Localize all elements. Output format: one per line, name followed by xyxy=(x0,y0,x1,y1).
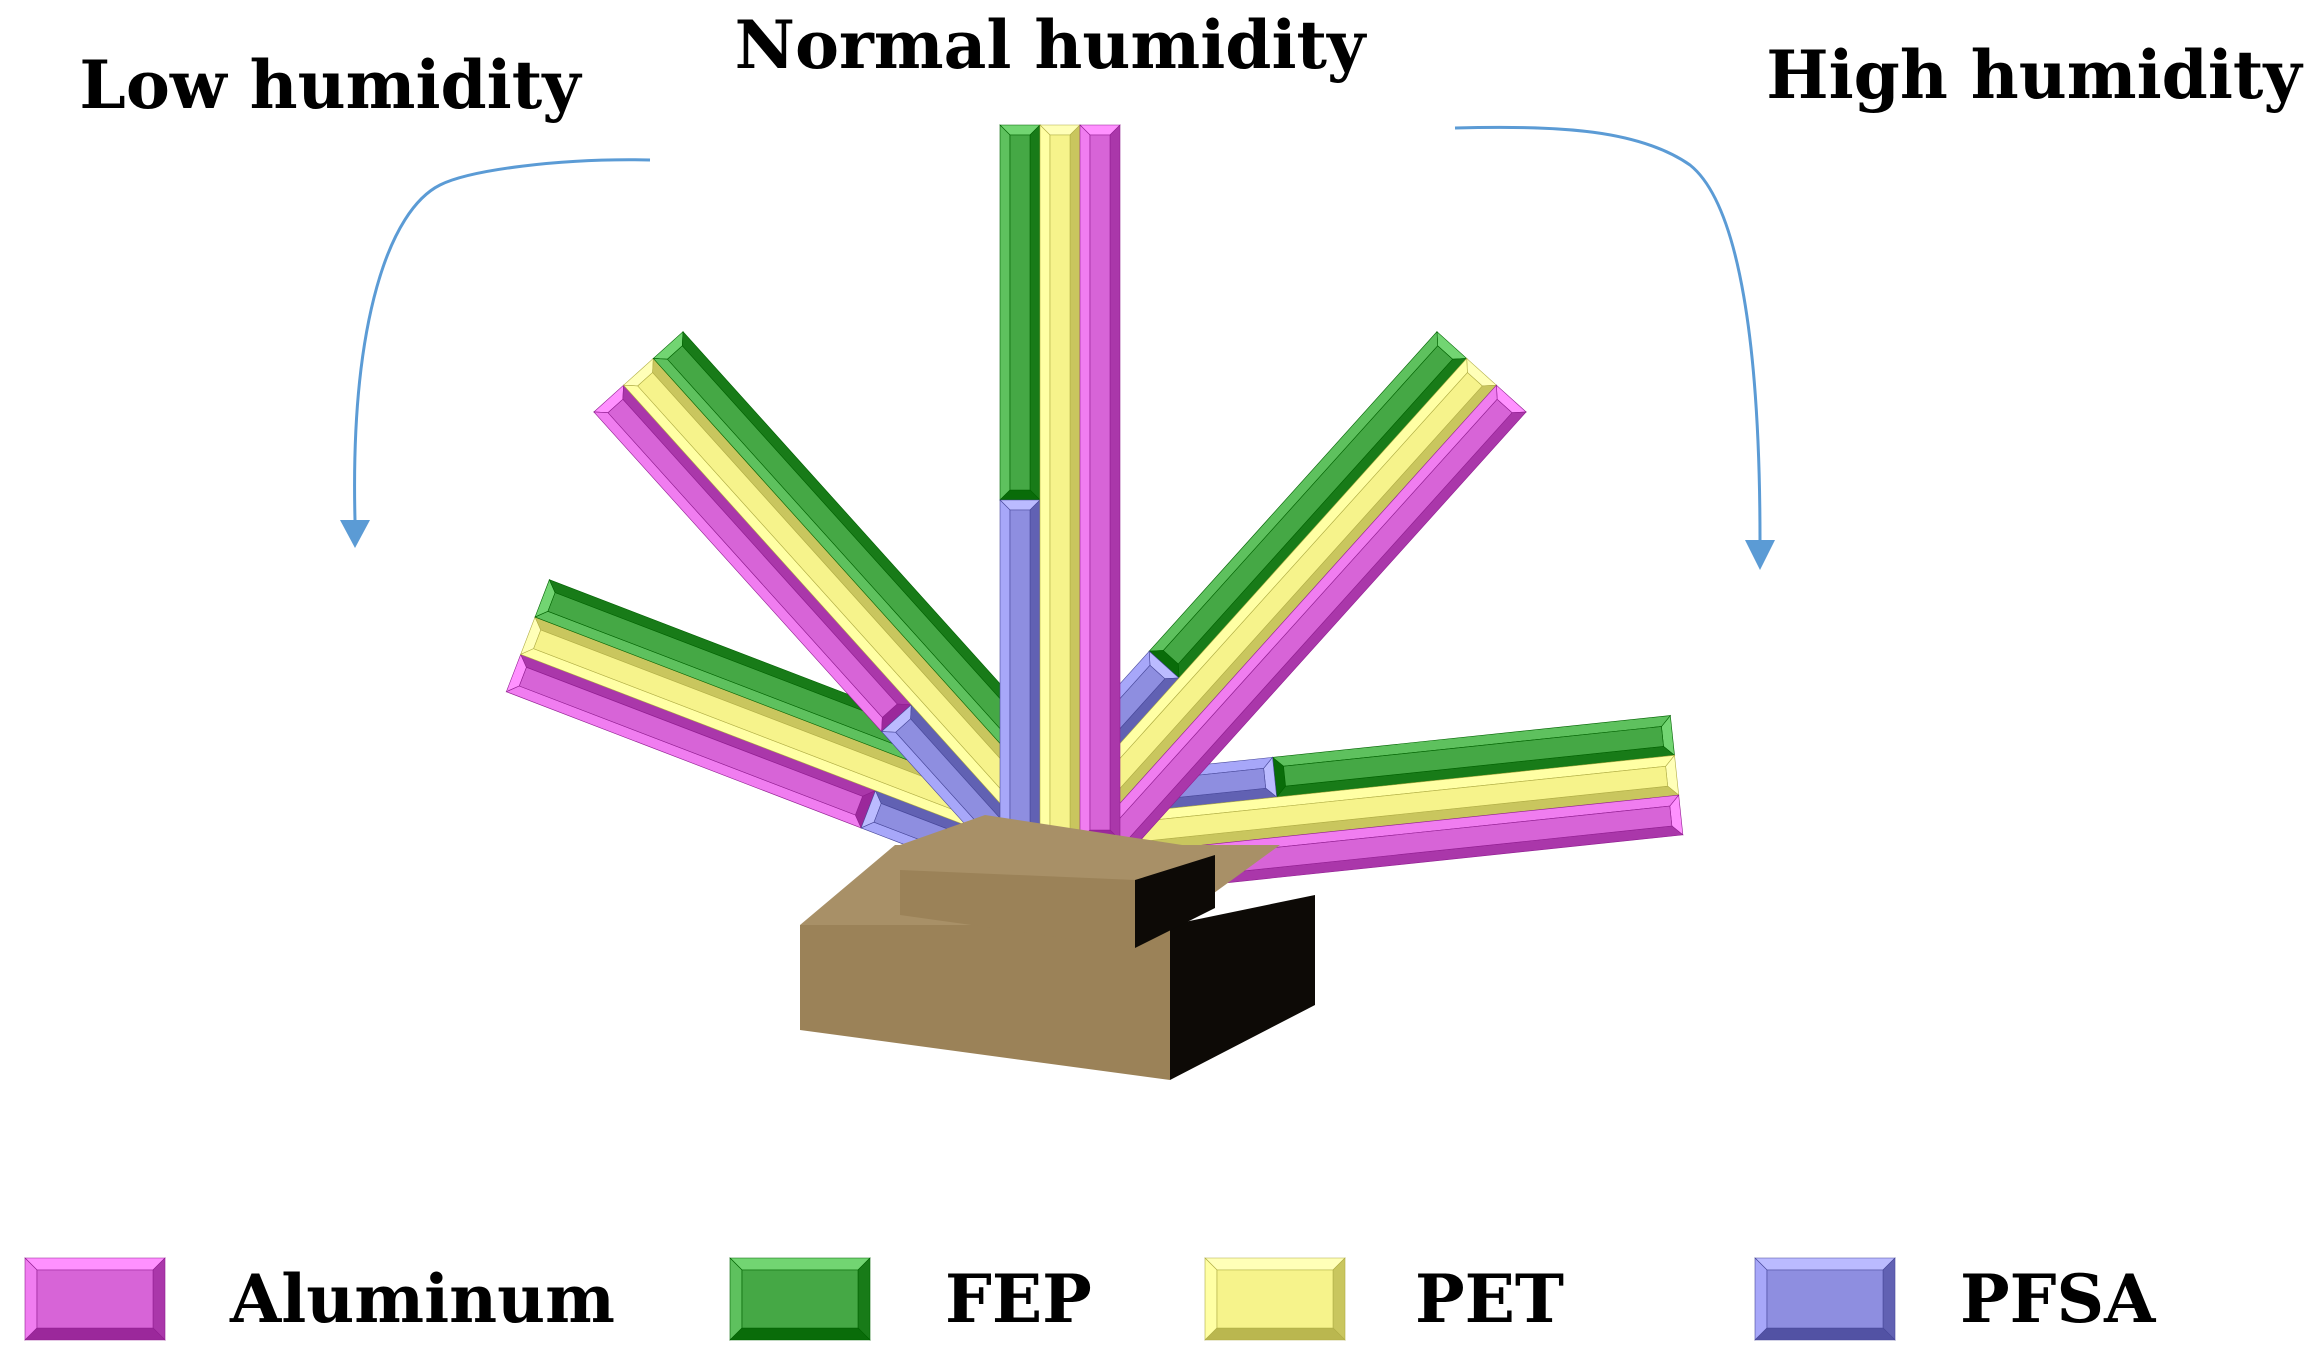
pet-layer xyxy=(1039,124,1081,841)
legend-label-pfsa: PFSA xyxy=(1960,1260,2156,1338)
legend-item-aluminum: Aluminum xyxy=(24,1257,615,1341)
fep-layer xyxy=(652,330,1106,828)
base-upper-side xyxy=(1135,855,1215,948)
arrow-to-low-humidity-head xyxy=(340,520,370,548)
pet-swatch xyxy=(1204,1257,1346,1341)
pfsa-layer xyxy=(999,499,1041,841)
aluminum-layer xyxy=(1074,384,1527,881)
fep-swatch xyxy=(729,1257,871,1341)
legend-label-aluminum: Aluminum xyxy=(229,1260,615,1338)
legend-item-pet: PET xyxy=(1204,1257,1564,1341)
legend-label-fep: FEP xyxy=(945,1260,1092,1338)
legend-item-fep: FEP xyxy=(729,1257,1092,1341)
legend-label-pet: PET xyxy=(1415,1260,1564,1338)
arrow-to-high-humidity-head xyxy=(1745,540,1775,570)
high-humidity-label: High humidity xyxy=(1766,36,2303,114)
base-lower-front xyxy=(800,925,1170,1080)
strip-normal-humidity xyxy=(999,124,1121,841)
fep-layer xyxy=(999,124,1041,501)
legend-item-pfsa: PFSA xyxy=(1754,1257,2156,1341)
fep-layer xyxy=(1271,714,1676,798)
base xyxy=(800,815,1315,1080)
aluminum-layer xyxy=(1079,124,1121,841)
base-upper-step xyxy=(900,870,1135,948)
base-upper-top xyxy=(900,815,1215,880)
pfsa-swatch xyxy=(1754,1257,1896,1341)
aluminum-swatch xyxy=(24,1257,166,1341)
low-humidity-label: Low humidity xyxy=(79,46,582,124)
legend: Aluminum FEP PET PFSA xyxy=(24,1257,2156,1341)
arrow-to-high-humidity xyxy=(1454,125,1762,541)
normal-humidity-label: Normal humidity xyxy=(735,6,1367,84)
base-lower-side xyxy=(1170,895,1315,1080)
strip-low-humidity xyxy=(593,330,1106,881)
actuator-strips xyxy=(505,124,1684,901)
arrow-to-low-humidity xyxy=(353,158,651,521)
